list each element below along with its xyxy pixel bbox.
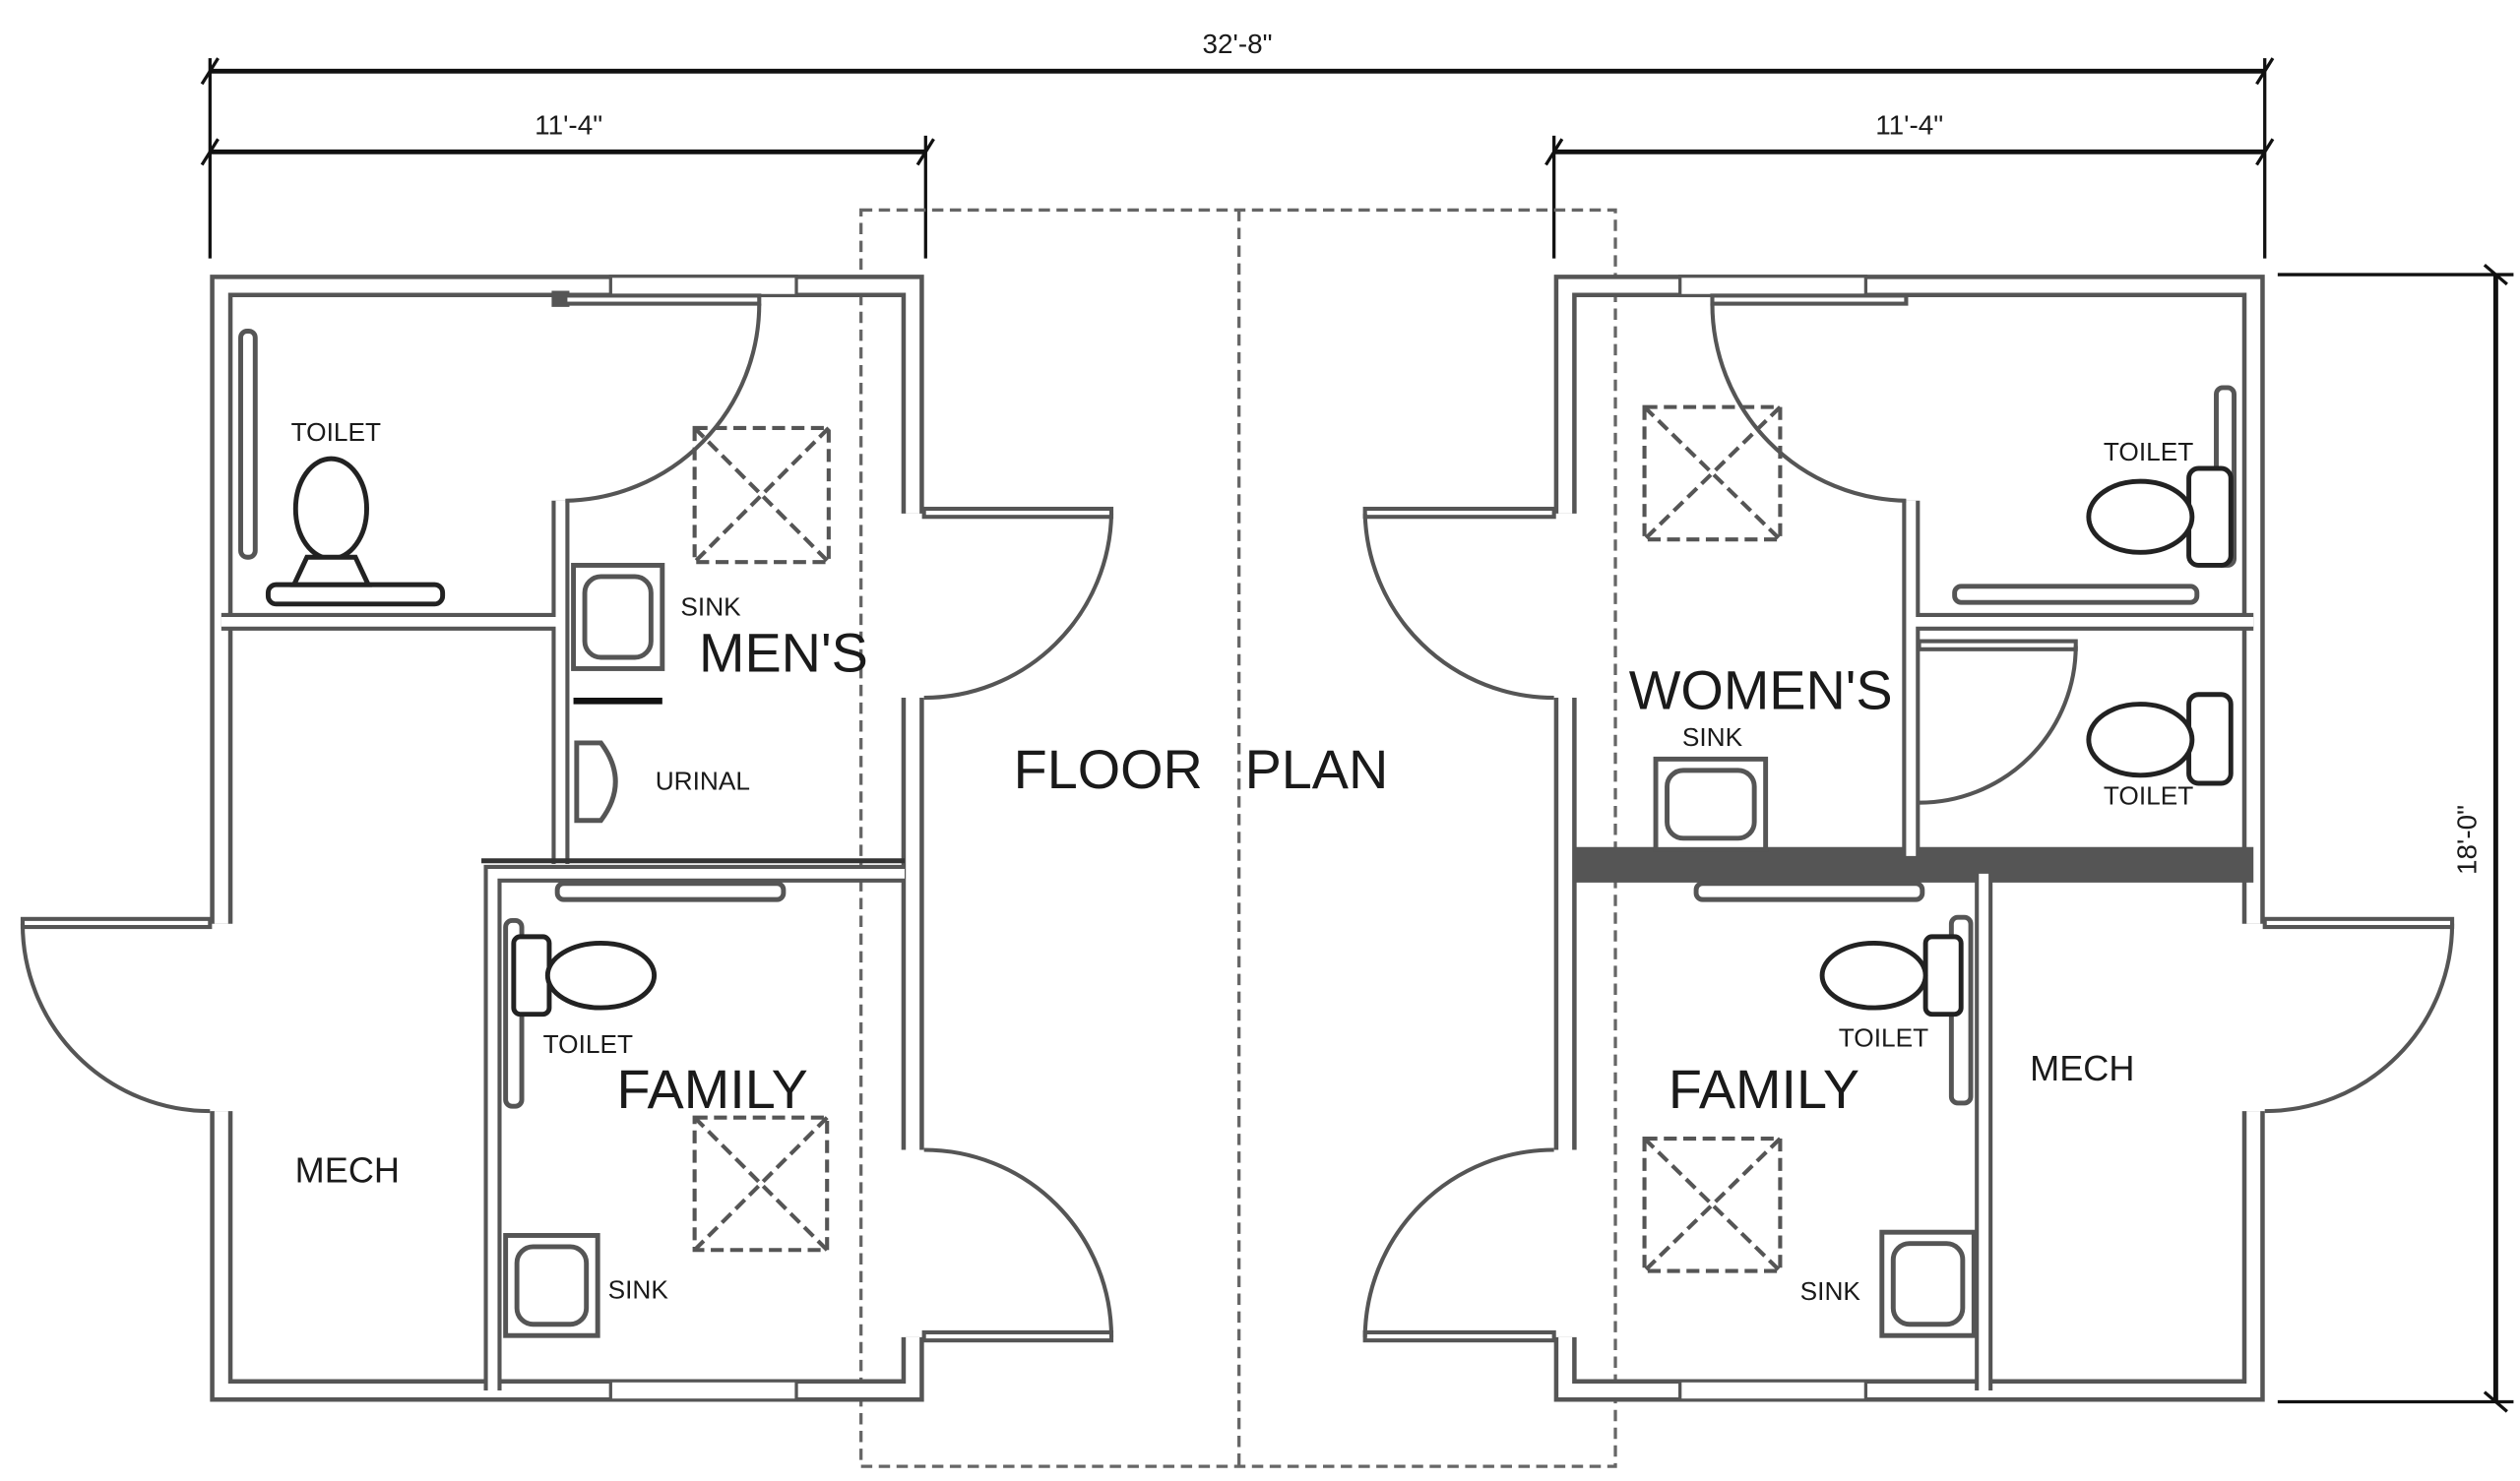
mens-sink-label: SINK — [680, 591, 741, 621]
toilet-icon — [2086, 478, 2195, 555]
urinal-icon — [574, 740, 618, 824]
toilet-tank-icon — [289, 554, 373, 587]
overall-width-dimension: 32'-8" — [1203, 29, 1273, 59]
window — [1678, 1379, 1868, 1402]
mens-entry-door[interactable] — [921, 506, 1114, 520]
title-plan: PLAN — [1245, 738, 1389, 800]
family-left-toilet-label: TOILET — [543, 1029, 633, 1059]
depth-dimension: 18'-0" — [2452, 805, 2483, 875]
grab-bar-icon — [554, 881, 787, 902]
womens-entry-door[interactable] — [1362, 506, 1556, 520]
womens-toilet-1-label: TOILET — [2104, 437, 2193, 466]
family-left-entry-door[interactable] — [921, 1329, 1114, 1343]
skylight-icon — [1642, 404, 1783, 542]
skylight-icon — [1642, 1136, 1783, 1273]
toilet-icon — [2086, 702, 2195, 778]
skylight-icon — [692, 425, 831, 565]
mens-toilet-label: TOILET — [291, 417, 381, 447]
grab-bar-icon — [1952, 584, 2200, 605]
mens-stall-door[interactable] — [563, 293, 762, 306]
room-labels: TOILET SINK MEN'S URINAL FLOOR PLAN TOIL… — [291, 417, 2194, 1306]
family-right-sink-label: SINK — [1800, 1276, 1861, 1306]
window — [608, 1379, 798, 1402]
family-left-sink-label: SINK — [608, 1274, 669, 1304]
mech-right-label: MECH — [2030, 1048, 2134, 1088]
womens-stall-door-2[interactable] — [1917, 639, 2078, 651]
toilet-tank-icon — [2186, 465, 2234, 568]
mens-room-label: MEN'S — [699, 622, 868, 684]
family-right-entry-door[interactable] — [1362, 1329, 1556, 1343]
doors — [20, 293, 2455, 1343]
dimension-lines: 32'-8" 11'-4" 11'-4" 18'-0" — [200, 29, 2514, 1413]
left-width-dimension: 11'-4" — [535, 109, 602, 140]
toilet-icon — [292, 456, 369, 562]
grab-bar-icon — [1693, 881, 1925, 902]
window — [608, 275, 798, 298]
toilet-icon — [544, 940, 658, 1011]
family-right-label: FAMILY — [1669, 1058, 1859, 1120]
window — [1678, 275, 1868, 298]
urinal-label: URINAL — [656, 767, 750, 796]
toilet-tank-icon — [1922, 934, 1964, 1018]
mech-right-door[interactable] — [2262, 916, 2455, 930]
mech-left-door[interactable] — [20, 916, 213, 930]
mech-left-label: MECH — [295, 1149, 400, 1190]
family-left-label: FAMILY — [617, 1058, 808, 1120]
womens-sink-label: SINK — [1682, 722, 1743, 752]
grab-bar-icon — [265, 582, 446, 607]
womens-toilet-2-label: TOILET — [2104, 780, 2193, 810]
right-building-walls — [1553, 275, 2265, 1402]
right-width-dimension: 11'-4" — [1875, 109, 1943, 140]
toilet-tank-icon — [511, 934, 552, 1018]
fixtures — [238, 329, 2236, 1338]
family-right-toilet-label: TOILET — [1839, 1022, 1928, 1052]
toilet-icon — [1819, 940, 1928, 1011]
skylight-icon — [692, 1115, 830, 1253]
canopy-outline — [859, 208, 1617, 1468]
left-building-walls — [210, 275, 924, 1402]
grab-bar-icon — [238, 329, 258, 560]
womens-room-label: WOMEN'S — [1629, 659, 1893, 721]
womens-stall-door-1[interactable] — [1710, 293, 1909, 306]
toilet-tank-icon — [2186, 692, 2234, 786]
title-floor: FLOOR — [1014, 738, 1203, 800]
